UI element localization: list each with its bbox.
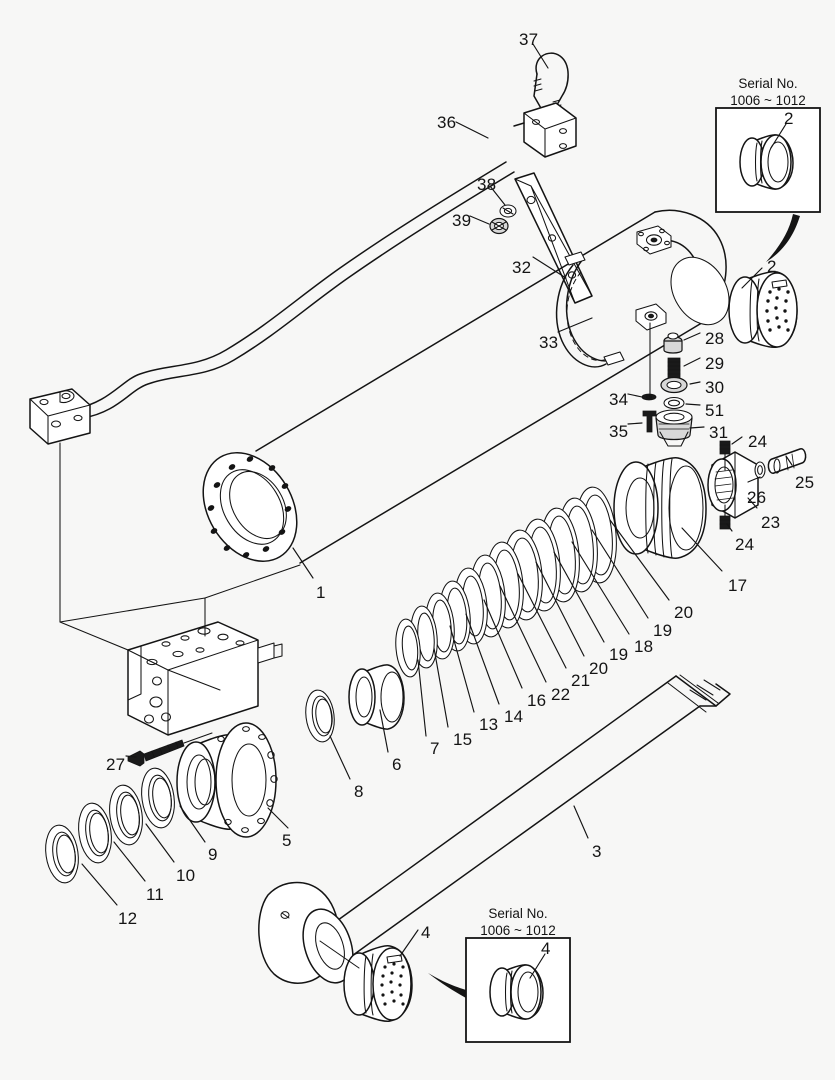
part-2-bushing: [728, 271, 798, 348]
callout-seal-ring: 19: [653, 621, 673, 640]
callout-set-screw: 24: [748, 432, 768, 451]
callout-seal-ring: 16: [527, 691, 547, 710]
callout-seal-ring: 19: [609, 645, 629, 664]
callout-seal-ring: 15: [453, 730, 473, 749]
callout-bracket-arm: 32: [512, 258, 532, 277]
part-32-bracket-arm: [514, 172, 593, 304]
callout-seal-ring: 13: [479, 715, 499, 734]
inset-bottom-part-number: 4: [541, 939, 551, 958]
part-34-washer: [641, 393, 657, 401]
callout-o-ring: 12: [118, 909, 138, 928]
callout-hydraulic-tube: 36: [437, 113, 457, 132]
callout-lock-nut: 23: [761, 513, 781, 532]
callout-bolt: 35: [609, 422, 629, 441]
part-51-back-up-ring: [663, 396, 685, 410]
part-29-spring-pin: [667, 357, 681, 379]
callout-seal-ring: 20: [589, 659, 609, 678]
callout-set-screw: 24: [735, 535, 755, 554]
part-17-piston: [613, 457, 707, 559]
callout-bushing-ring: 6: [392, 755, 402, 774]
callout-clamp-strap: 33: [539, 333, 559, 352]
callout-washer: 38: [477, 175, 497, 194]
part-12-o-ring: [45, 824, 79, 884]
inset-top-title-line2: 1006 ~ 1012: [730, 92, 806, 108]
callout-piston-rod: 3: [592, 842, 602, 861]
callout-wear-ring: 22: [551, 685, 571, 704]
inset-bottom-box: [428, 937, 571, 1043]
inset-bottom-title: Serial No. 1006 ~ 1012: [466, 906, 570, 940]
callout-piston: 17: [728, 576, 748, 595]
part-26-o-ring: [754, 461, 766, 479]
part-6-bushing-ring: [348, 664, 405, 730]
callout-plug: 31: [709, 423, 729, 442]
part-10-o-ring: [109, 784, 143, 846]
inset-top-title-line1: Serial No.: [738, 76, 798, 91]
callout-nut: 39: [452, 211, 472, 230]
part-30-o-ring: [660, 376, 688, 394]
seal-ring-stack: [395, 486, 617, 678]
callout-eye-bolt: 37: [519, 30, 539, 49]
head-flange-bolt-holes: [217, 726, 278, 833]
callout-cylinder-head: 5: [282, 831, 292, 850]
part-38-washer: [499, 204, 517, 218]
inset-top-part-number: 2: [784, 109, 794, 128]
callout-spring-pin: 29: [705, 354, 725, 373]
callout-back-up-ring: 51: [705, 401, 725, 420]
callout-pin: 25: [795, 473, 815, 492]
callout-o-ring: 9: [208, 845, 218, 864]
inset-top-title: Serial No. 1006 ~ 1012: [716, 76, 820, 110]
leader-lines: [81, 43, 793, 957]
bushing-dimples-4: [380, 954, 405, 1006]
part-35-bolt: [642, 410, 657, 433]
callout-o-ring: 10: [176, 866, 196, 885]
valve-manifold-block: [127, 621, 283, 736]
callout-o-ring: 11: [146, 885, 165, 904]
callout-seal-ring: 14: [504, 707, 524, 726]
part-8-o-ring: [305, 689, 335, 743]
callout-wiper-ring: 7: [430, 739, 440, 758]
callout-o-ring: 8: [354, 782, 364, 801]
part-5-cylinder-head: [176, 722, 278, 838]
callout-cylinder-tube: 1: [316, 583, 326, 602]
part-9-o-ring: [141, 767, 175, 829]
callout-grease-fitting: 28: [705, 329, 725, 348]
callout-bushing: 2: [767, 257, 777, 276]
part-11-o-ring: [78, 802, 112, 864]
inset-bottom-title-line1: Serial No.: [488, 906, 548, 921]
inset-top-box: [715, 107, 821, 262]
part-23-lock-nut: [707, 451, 759, 519]
part-33-clamp-strap: [555, 251, 667, 368]
part-24-set-screw-top: [719, 440, 731, 471]
part-28-grease-fitting: [663, 332, 683, 354]
callout-washer: 34: [609, 390, 629, 409]
part-25-pin: [767, 448, 807, 474]
part-36-hydraulic-tube: [29, 102, 577, 445]
callout-o-ring: 30: [705, 378, 725, 397]
part-4-bushing: [319, 940, 413, 1022]
flange-bolt-holes: [207, 456, 292, 558]
bushing-dimples: [765, 279, 790, 332]
part-39-nut: [489, 217, 509, 235]
callout-o-ring: 26: [747, 488, 767, 507]
part-27-bolt: [127, 732, 213, 767]
callout-seal-ring: 20: [674, 603, 694, 622]
callout-bushing: 4: [421, 923, 431, 942]
callout-piston-seal: 18: [634, 637, 654, 656]
part-31-plug: [655, 409, 693, 447]
callout-bolt: 27: [106, 755, 126, 774]
callout-wear-ring: 21: [571, 671, 591, 690]
part-1-cylinder-tube: [202, 209, 730, 564]
inset-bottom-title-line2: 1006 ~ 1012: [480, 922, 556, 938]
